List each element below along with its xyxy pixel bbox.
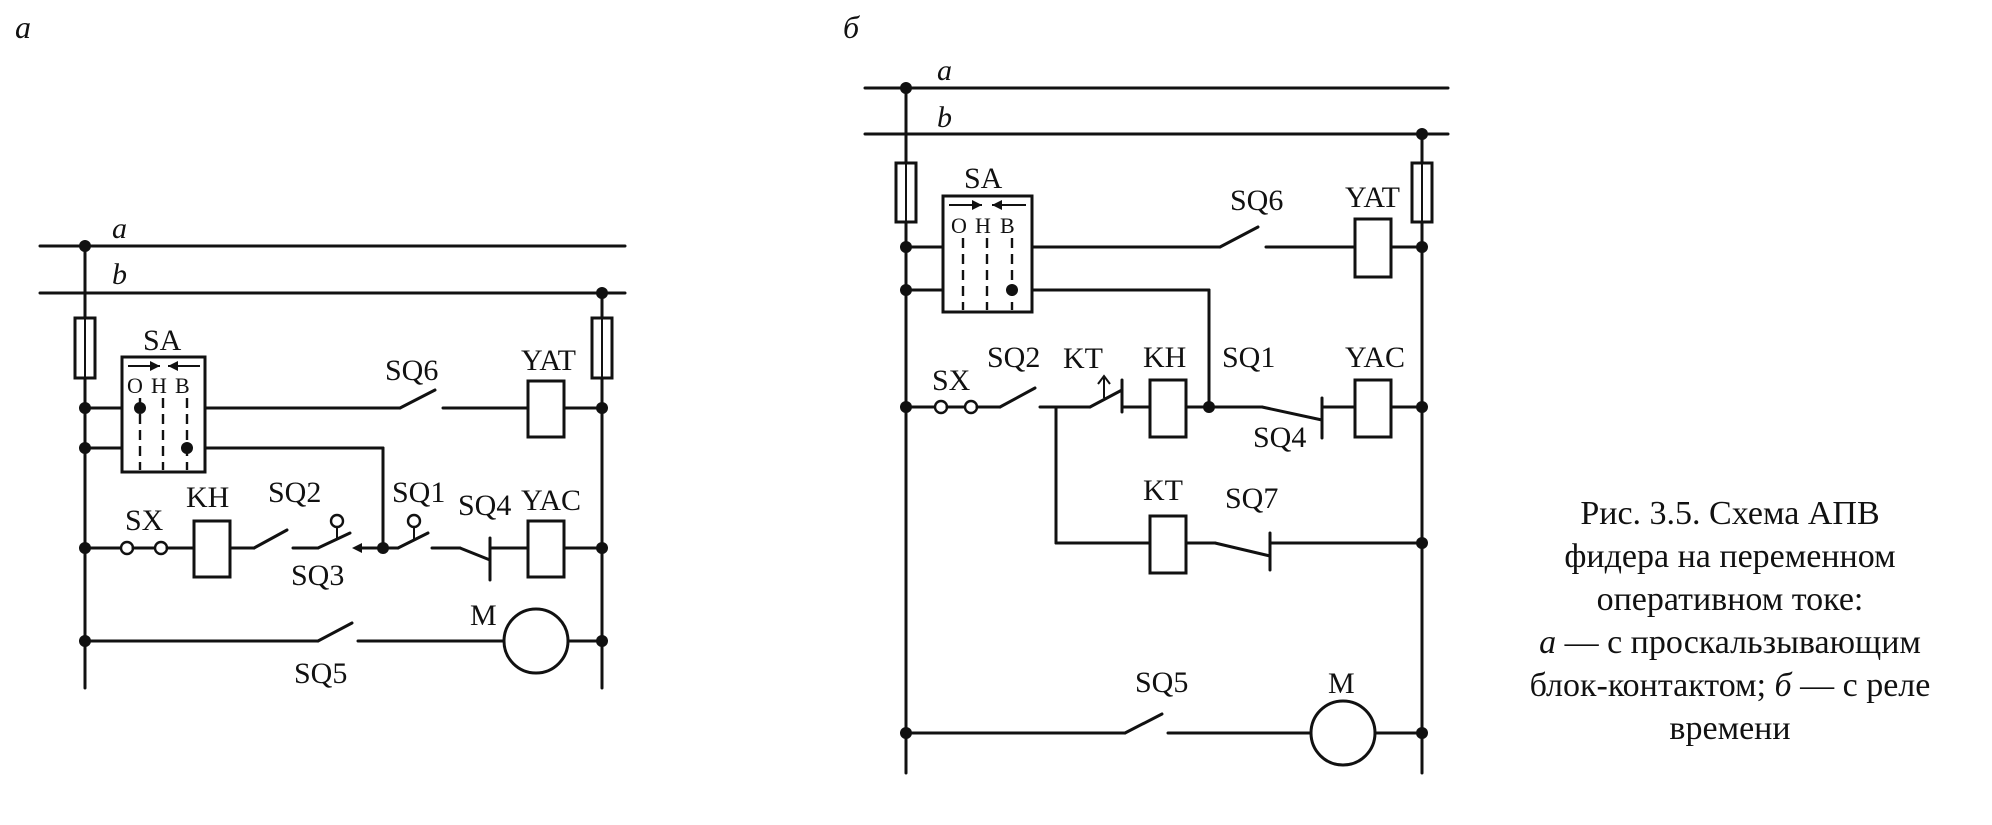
- bus-a-label: a: [112, 212, 127, 245]
- caption-var-a: а: [1539, 624, 1557, 661]
- sa-label: SA: [143, 324, 182, 357]
- yat-label: YAT: [1345, 181, 1400, 214]
- kt-contact-label: KT: [1063, 342, 1103, 375]
- caption-line: времени: [1669, 710, 1791, 747]
- junction-dot: [79, 240, 91, 252]
- motor: [1309, 699, 1377, 767]
- kt-relay: [1148, 514, 1188, 575]
- kh-relay: [1148, 378, 1188, 439]
- yac-label: YAC: [521, 484, 581, 517]
- sq2-contact: [998, 386, 1037, 409]
- sq2-contact: [316, 531, 352, 550]
- sq5-contact: [316, 621, 354, 643]
- panel-a: а a b SA О Н В: [15, 9, 627, 690]
- sq5-label: SQ5: [294, 657, 347, 690]
- sq4-label: SQ4: [1253, 421, 1306, 454]
- sq5-contact: [1123, 712, 1164, 735]
- sa-label: SA: [964, 162, 1003, 195]
- caption-var-b: б: [1774, 667, 1792, 704]
- sa-pos-v: В: [175, 373, 190, 398]
- kh-label: KH: [186, 481, 229, 514]
- motor-label: M: [1328, 667, 1355, 700]
- sa-pos-o: О: [951, 213, 967, 238]
- sq4-contact: [1260, 405, 1324, 422]
- sa-pos-v: В: [1000, 213, 1015, 238]
- caption-text: — с реле: [1791, 667, 1931, 704]
- yac-coil: [1353, 378, 1393, 439]
- figure-caption: Рис. 3.5. Схема АПВ фидера на переменном…: [1470, 492, 1990, 750]
- kh-contact: [252, 528, 289, 550]
- sq1-label: SQ1: [392, 476, 445, 509]
- motor-label: M: [470, 599, 497, 632]
- sq4-label: SQ4: [458, 489, 511, 522]
- sx-terminal: [153, 540, 169, 556]
- yat-coil: [526, 379, 566, 439]
- panel-a-label: а: [15, 9, 31, 45]
- junction-dot: [1416, 128, 1428, 140]
- sq6-label: SQ6: [385, 354, 438, 387]
- sq6-label: SQ6: [1230, 184, 1283, 217]
- sx-label: SX: [932, 364, 971, 397]
- sa-pos-n: Н: [975, 213, 991, 238]
- caption-line: оперативном токе:: [1596, 581, 1864, 618]
- sq7-label: SQ7: [1225, 482, 1278, 515]
- sq3-label: SQ3: [291, 559, 344, 592]
- kh-relay: [192, 519, 232, 579]
- sq4-contact: [458, 546, 492, 562]
- yac-coil: [526, 519, 566, 579]
- bus-b-label: b: [937, 101, 952, 134]
- yat-label: YAT: [521, 344, 576, 377]
- panel-b-label: б: [843, 9, 860, 45]
- bus-b-label: b: [112, 258, 127, 291]
- yat-coil: [1353, 217, 1393, 279]
- yac-label: YAC: [1345, 341, 1405, 374]
- kh-label: KH: [1143, 341, 1186, 374]
- sa-pos-n: Н: [151, 373, 167, 398]
- sq5-label: SQ5: [1135, 666, 1188, 699]
- caption-line: Рис. 3.5. Схема АПВ: [1580, 495, 1880, 532]
- sx-terminal: [119, 540, 135, 556]
- sq7-contact: [1213, 541, 1272, 558]
- panel-b: б a b SA О Н В: [843, 9, 1450, 775]
- caption-text: блок-контактом;: [1529, 667, 1775, 704]
- sq2-label: SQ2: [987, 341, 1040, 374]
- kt-contact: [1088, 388, 1124, 409]
- junction-dot: [900, 82, 912, 94]
- sx-terminal: [963, 399, 979, 415]
- sq6-contact: [1218, 225, 1260, 249]
- kt-label: KT: [1143, 474, 1183, 507]
- sx-terminal: [933, 399, 949, 415]
- motor: [502, 607, 570, 675]
- caption-line: а — с проскальзывающим: [1470, 621, 1990, 664]
- sq1-contact: [396, 531, 430, 550]
- caption-line: блок-контактом; б — с реле: [1470, 664, 1990, 707]
- sq2-label: SQ2: [268, 476, 321, 509]
- sa-pos-o: О: [127, 373, 143, 398]
- sq6-contact: [398, 388, 437, 410]
- caption-text: — с проскальзывающим: [1556, 624, 1921, 661]
- sq1-label: SQ1: [1222, 341, 1275, 374]
- sx-label: SX: [125, 504, 164, 537]
- caption-line: фидера на переменном: [1564, 538, 1896, 575]
- junction-dot: [596, 287, 608, 299]
- bus-a-label: a: [937, 54, 952, 87]
